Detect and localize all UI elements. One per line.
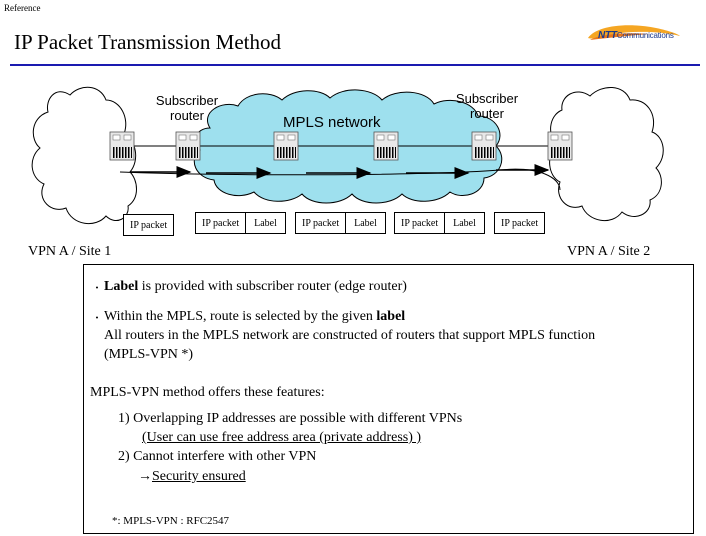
subscriber-router-left-line1: Subscriber bbox=[155, 93, 219, 108]
router-site2 bbox=[547, 131, 573, 161]
subscriber-router-left-label: Subscriber router bbox=[146, 93, 228, 123]
router-subscriber-left bbox=[175, 131, 201, 161]
packet-site1: IP packet bbox=[123, 214, 175, 236]
features-heading: MPLS-VPN method offers these features: bbox=[90, 385, 325, 400]
subscriber-router-left-line2: router bbox=[170, 108, 204, 123]
router-subscriber-right bbox=[471, 131, 497, 161]
note-bullet-2-line2: All routers in the MPLS network are cons… bbox=[104, 328, 596, 343]
notes-box: ･Label is provided with subscriber route… bbox=[83, 264, 694, 534]
note-bullet-1: ･Label is provided with subscriber route… bbox=[94, 279, 407, 295]
router-core-1 bbox=[273, 131, 299, 161]
feature-2-detail: →Security ensured bbox=[138, 469, 246, 485]
packet-labeled-3: IP packet Label bbox=[394, 212, 485, 234]
subscriber-router-right-line1: Subscriber bbox=[455, 91, 519, 106]
note-bullet-2-line3: (MPLS-VPN *) bbox=[104, 347, 194, 362]
title-rule bbox=[10, 64, 700, 66]
router-core-2 bbox=[373, 131, 399, 161]
note-bullet-1-text: is provided with subscriber router (edge… bbox=[138, 279, 407, 294]
subscriber-router-right-label: Subscriber router bbox=[446, 91, 528, 121]
router-site1 bbox=[109, 131, 135, 161]
note-bullet-2-bold: label bbox=[376, 309, 406, 324]
feature-1-detail: (User can use free address area (private… bbox=[142, 430, 422, 445]
site-2-label: VPN A / Site 2 bbox=[567, 244, 651, 259]
site1-cloud bbox=[31, 86, 137, 224]
note-bullet-1-bold: Label bbox=[104, 279, 139, 294]
note-bullet-2-text: Within the MPLS, route is selected by th… bbox=[104, 309, 377, 324]
logo-brand: NTT bbox=[598, 30, 617, 41]
ntt-logo bbox=[588, 25, 680, 40]
site-1-label: VPN A / Site 1 bbox=[28, 244, 112, 259]
note-bullet-2: ･Within the MPLS, route is selected by t… bbox=[94, 309, 406, 325]
feature-1: 1) Overlapping IP addresses are possible… bbox=[118, 411, 463, 426]
packet-ip: IP packet bbox=[202, 217, 240, 229]
feature-2-detail-text: Security ensured bbox=[152, 469, 246, 484]
packet-labeled-2: IP packet Label bbox=[295, 212, 386, 234]
packet-ip: IP packet bbox=[401, 217, 439, 229]
packet-ip: IP packet bbox=[130, 219, 168, 231]
packet-label: Label bbox=[245, 213, 285, 233]
reference-label: Reference bbox=[4, 3, 41, 13]
feature-2: 2) Cannot interfere with other VPN bbox=[118, 449, 317, 464]
packet-label: Label bbox=[444, 213, 484, 233]
mpls-network-label: MPLS network bbox=[283, 114, 381, 131]
page-title: IP Packet Transmission Method bbox=[14, 30, 281, 54]
packet-ip: IP packet bbox=[501, 217, 539, 229]
packet-site2: IP packet bbox=[494, 212, 546, 234]
packet-ip: IP packet bbox=[302, 217, 340, 229]
network-diagram bbox=[31, 86, 664, 224]
subscriber-router-right-line2: router bbox=[470, 106, 504, 121]
logo-suffix: Communications bbox=[616, 31, 674, 40]
logo-wordmark: NTTCommunications bbox=[598, 30, 674, 41]
packet-labeled-1: IP packet Label bbox=[195, 212, 286, 234]
footnote: *: MPLS-VPN : RFC2547 bbox=[112, 515, 230, 527]
packet-label: Label bbox=[345, 213, 385, 233]
arrow-glyph: → bbox=[138, 469, 152, 484]
